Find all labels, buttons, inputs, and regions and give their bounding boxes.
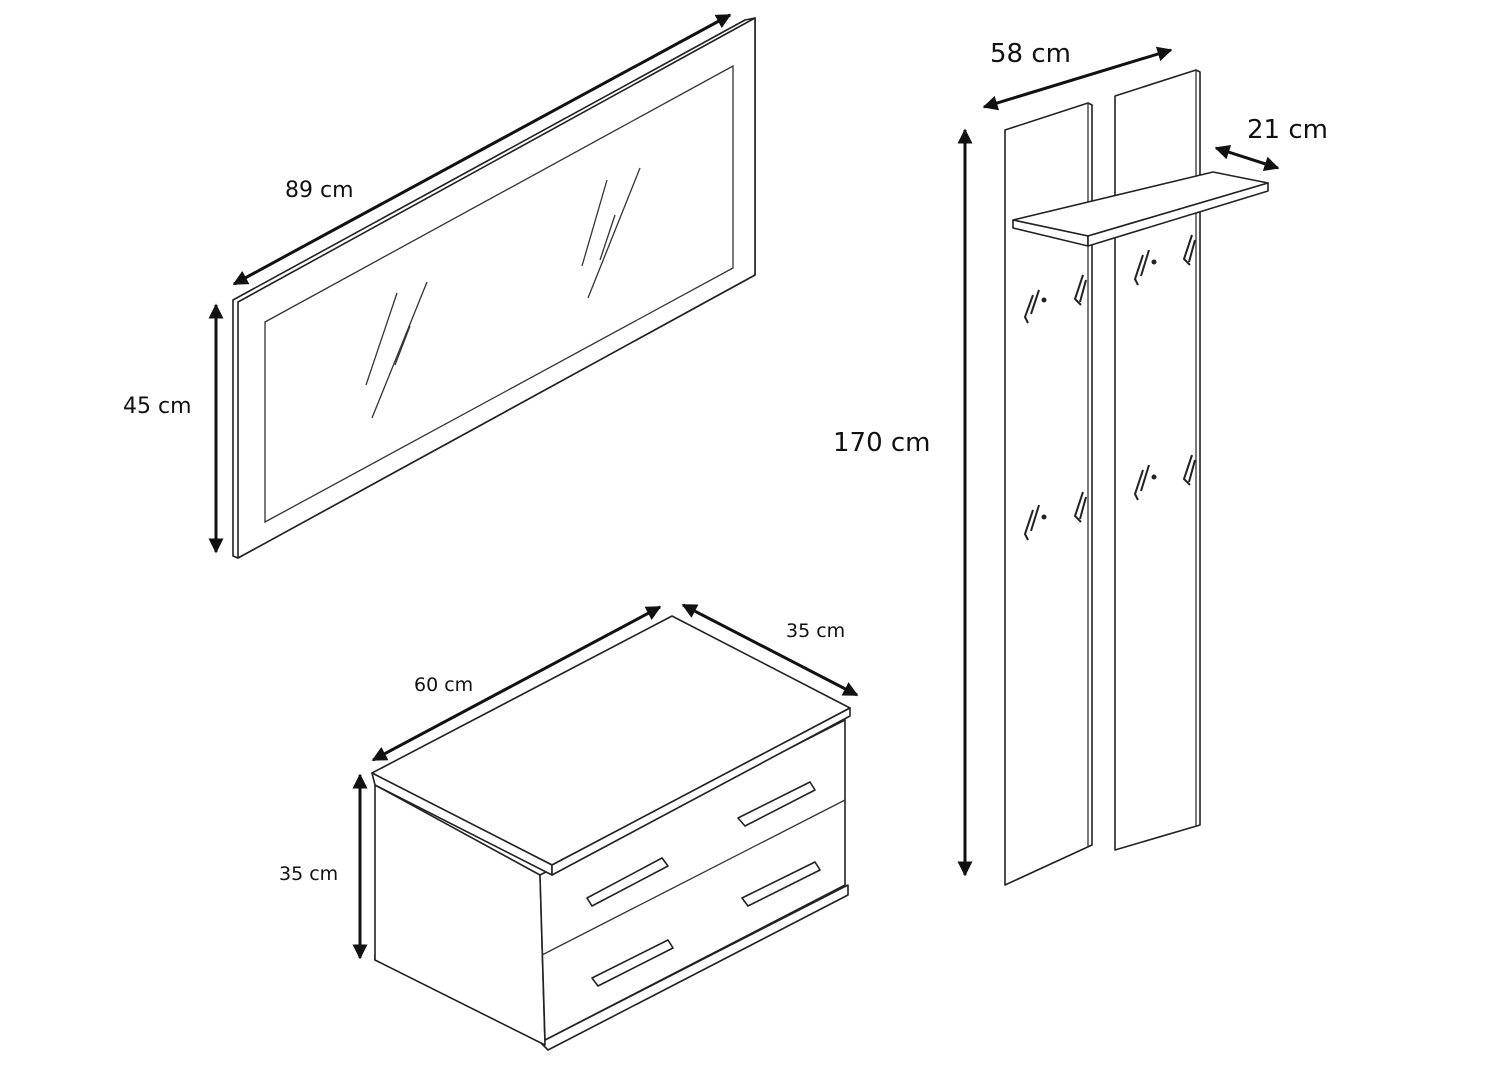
shelf-depth-label: 21 cm (1247, 115, 1328, 145)
coat-rack (1004, 69, 1269, 886)
coat-rack-shelf (1012, 171, 1269, 247)
coat-hooks (1023, 234, 1196, 541)
drawer-handles (586, 781, 821, 987)
cabinet-width-arrow (371, 605, 662, 762)
cabinet-width-label: 60 cm (414, 674, 473, 696)
cabinet-depth-arrow (681, 603, 859, 697)
mirror (232, 17, 756, 559)
cabinet-height-label: 35 cm (279, 863, 338, 885)
mirror-height-label: 45 cm (123, 394, 192, 419)
coat-rack-height-label: 170 cm (833, 428, 931, 458)
coat-rack-width-arrow (982, 46, 1173, 111)
mirror-width-label: 89 cm (285, 178, 354, 203)
mirror-width-arrow (232, 13, 732, 286)
coat-rack-width-label: 58 cm (990, 39, 1071, 69)
cabinet-depth-label: 35 cm (786, 620, 845, 642)
shelf-depth-arrow (1214, 145, 1280, 171)
